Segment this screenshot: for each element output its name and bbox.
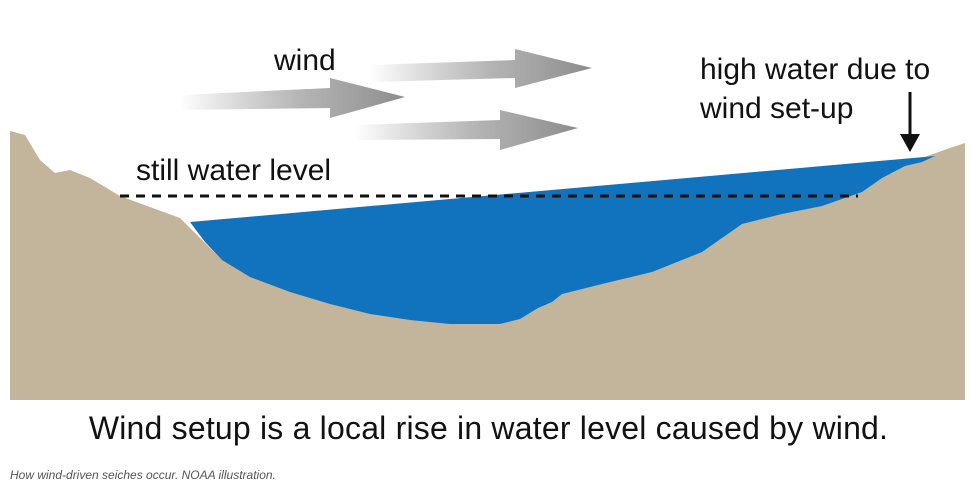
down-arrow-icon: [900, 92, 920, 152]
land-basin: [10, 131, 965, 400]
wind-label: wind: [273, 44, 336, 77]
high-water-label-line1: high water due to: [700, 53, 930, 86]
high-water-label-line2: wind set-up: [699, 92, 853, 125]
seiche-diagram: wind high water due to wind set-up still…: [10, 44, 965, 400]
image-credit: How wind-driven seiches occur. NOAA illu…: [10, 468, 276, 482]
wind-arrow-icon: [180, 78, 405, 118]
water-body: [190, 156, 935, 324]
diagram-caption: Wind setup is a local rise in water leve…: [88, 410, 889, 446]
still-water-level-label: still water level: [136, 154, 331, 187]
wind-arrow-icon: [355, 110, 578, 150]
wind-arrow-icon: [370, 49, 592, 88]
